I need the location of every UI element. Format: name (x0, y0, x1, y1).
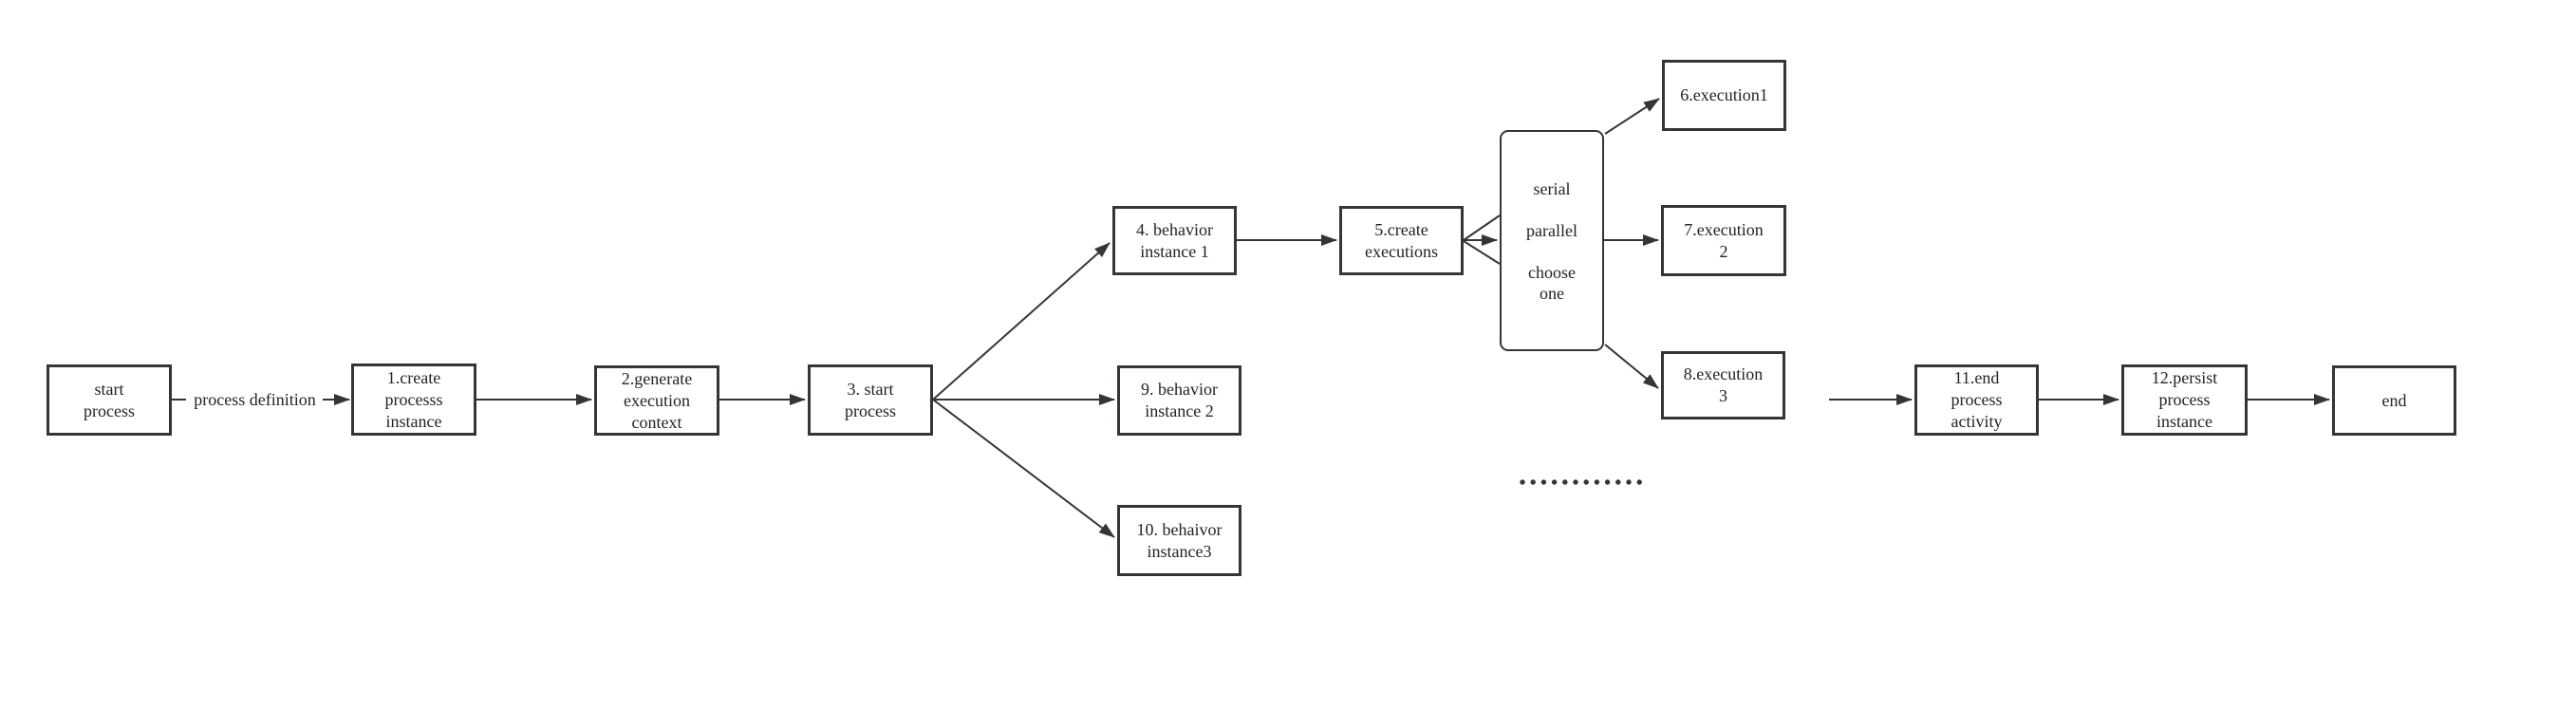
node-generate-execution-context: 2.generate execution context (594, 365, 719, 436)
node-create-process-instance: 1.create processs instance (351, 364, 476, 436)
node-create-executions: 5.create executions (1339, 206, 1464, 275)
node-behavior-instance-1: 4. behavior instance 1 (1112, 206, 1237, 275)
node-start-process-step: 3. start process (808, 364, 933, 436)
node-execution-1: 6.execution1 (1662, 60, 1786, 131)
node-gateway-serial-parallel-choose-one: serial parallel choose one (1500, 130, 1604, 351)
node-end: end (2332, 365, 2456, 436)
edge-n5-gateway-up (1463, 214, 1501, 241)
node-persist-process-instance: 12.persist process instance (2121, 364, 2248, 436)
edge-n5-gateway-down (1463, 240, 1501, 265)
node-start-process: start process (47, 364, 172, 436)
edge-n3-n10 (932, 399, 1115, 538)
node-behavior-instance-2: 9. behavior instance 2 (1117, 365, 1241, 436)
node-end-process-activity: 11.end process activity (1914, 364, 2039, 436)
ellipsis-dots (1520, 479, 1642, 485)
node-execution-3: 8.execution 3 (1661, 351, 1785, 419)
node-behavior-instance-3: 10. behaivor instance3 (1117, 505, 1241, 576)
edge-n3-n4 (932, 242, 1111, 401)
node-execution-2: 7.execution 2 (1661, 205, 1786, 276)
edge-gateway-n6 (1604, 98, 1660, 135)
edge-label-process-definition: process definition (194, 390, 316, 409)
edge-gateway-n8 (1604, 344, 1659, 389)
